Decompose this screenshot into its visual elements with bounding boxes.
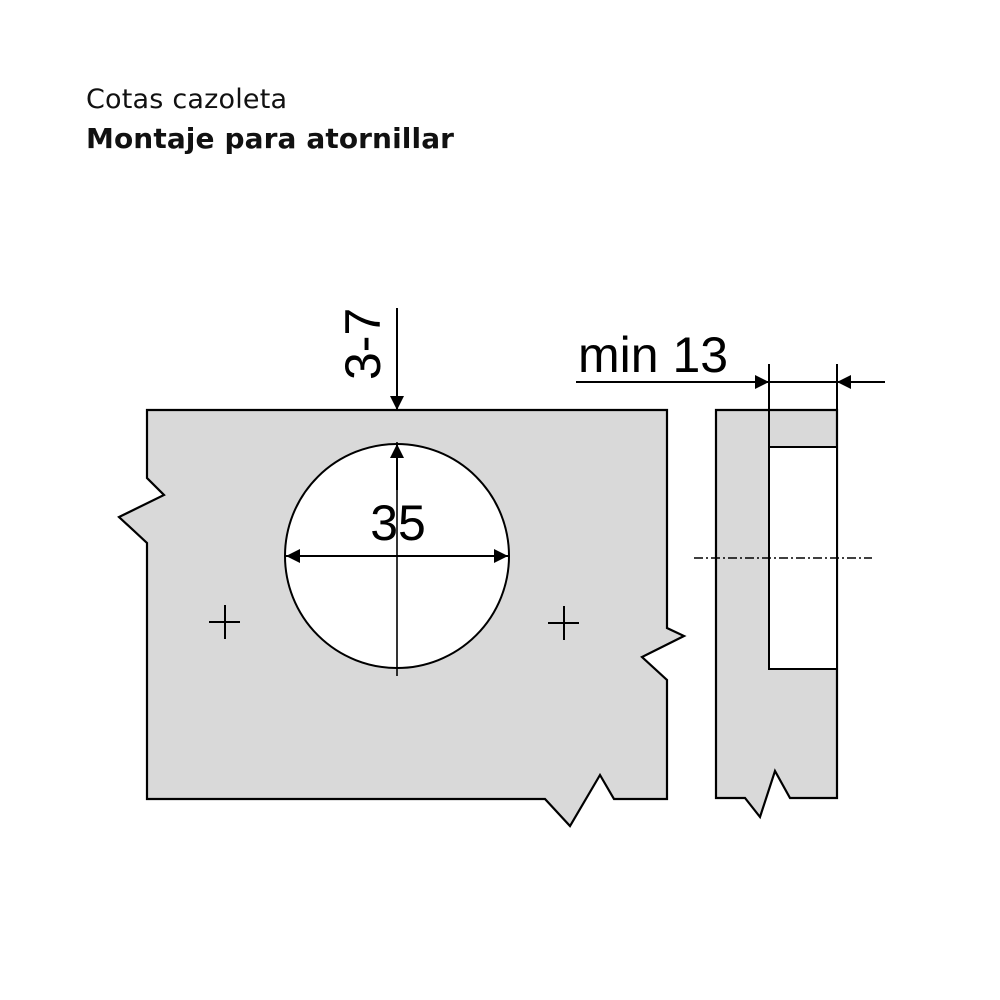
edge-distance-label: 3-7 [335, 308, 391, 380]
min-thickness-label: min 13 [578, 327, 728, 383]
section-view-panel [714, 408, 839, 820]
left-screw-mark-icon [209, 605, 240, 639]
right-screw-mark-icon [548, 606, 579, 640]
diagram-title: Montaje para atornillar [86, 122, 455, 155]
cup-diameter-label: 35 [370, 495, 426, 551]
diagram-subtitle: Cotas cazoleta [86, 84, 288, 115]
